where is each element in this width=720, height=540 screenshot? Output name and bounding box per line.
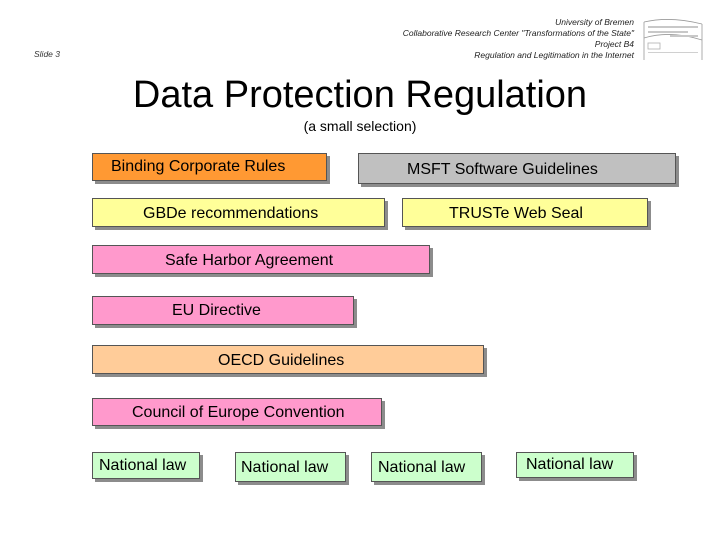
header-text: University of Bremen Collaborative Resea… bbox=[403, 17, 634, 61]
truste-box: TRUSTe Web Seal bbox=[402, 198, 648, 227]
national-law-label: National law bbox=[99, 457, 187, 474]
national-law-label: National law bbox=[526, 456, 614, 473]
binding-corporate-rules-box: Binding Corporate Rules bbox=[92, 153, 327, 181]
council-of-europe-label: Council of Europe Convention bbox=[132, 404, 345, 421]
header-university: University of Bremen bbox=[555, 17, 634, 27]
binding-corporate-rules-label: Binding Corporate Rules bbox=[111, 158, 286, 175]
national-law-box: National law bbox=[516, 452, 634, 478]
gbde-label: GBDe recommendations bbox=[143, 205, 319, 222]
national-law-box: National law bbox=[235, 452, 346, 482]
safe-harbor-label: Safe Harbor Agreement bbox=[165, 252, 334, 269]
slide-number: Slide 3 bbox=[34, 49, 60, 59]
slide-subtitle: (a small selection) bbox=[303, 118, 417, 134]
oecd-label: OECD Guidelines bbox=[218, 352, 345, 369]
eu-directive-box: EU Directive bbox=[92, 296, 354, 325]
safe-harbor-box: Safe Harbor Agreement bbox=[92, 245, 430, 274]
university-logo-icon bbox=[643, 19, 703, 60]
national-law-label: National law bbox=[241, 459, 329, 476]
truste-label: TRUSTe Web Seal bbox=[449, 205, 583, 222]
eu-directive-label: EU Directive bbox=[172, 302, 261, 319]
national-law-box: National law bbox=[371, 452, 482, 482]
national-law-label: National law bbox=[378, 459, 466, 476]
header-research-center: Collaborative Research Center "Transform… bbox=[402, 28, 634, 38]
msft-guidelines-label: MSFT Software Guidelines bbox=[407, 161, 598, 178]
header-project-title: Regulation and Legitimation in the Inter… bbox=[474, 50, 634, 60]
slide-title: Data Protection Regulation bbox=[132, 74, 588, 116]
oecd-box: OECD Guidelines bbox=[92, 345, 484, 374]
national-law-box: National law bbox=[92, 452, 200, 479]
gbde-box: GBDe recommendations bbox=[92, 198, 385, 227]
header-project: Project B4 bbox=[594, 39, 634, 49]
msft-guidelines-box: MSFT Software Guidelines bbox=[358, 153, 676, 184]
council-of-europe-box: Council of Europe Convention bbox=[92, 398, 382, 426]
